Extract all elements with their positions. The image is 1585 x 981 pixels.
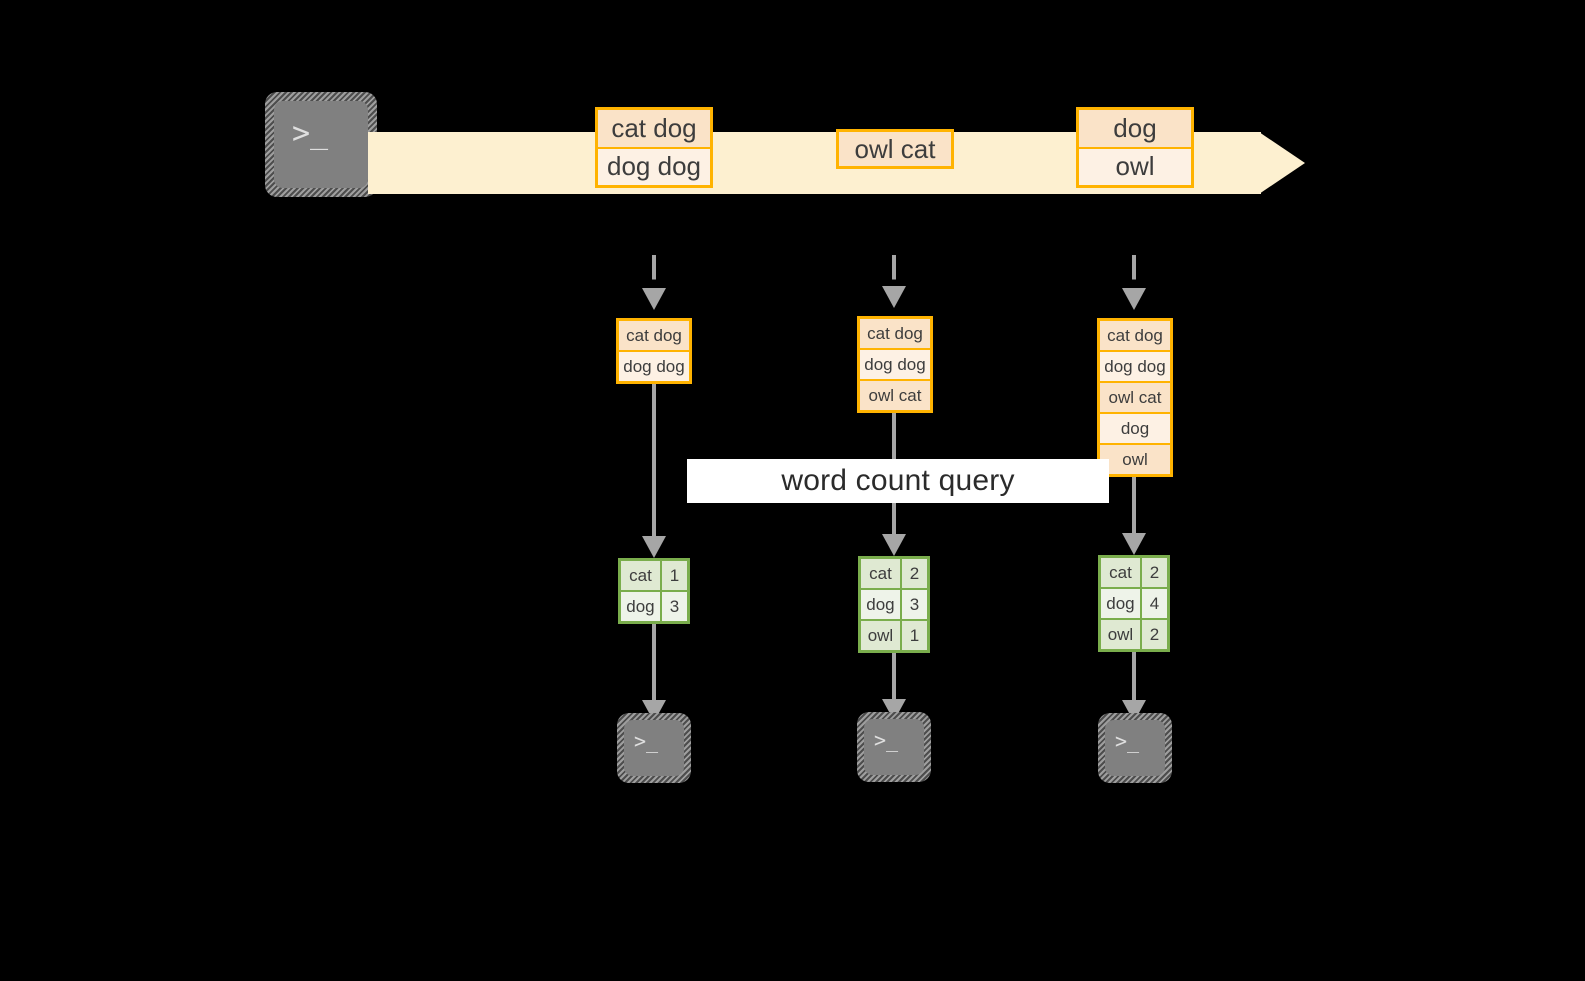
stream-message-2[interactable]: owl cat xyxy=(836,129,954,169)
result-count: 2 xyxy=(901,559,927,588)
result-word: owl xyxy=(861,621,902,650)
stream-to-state-arrowhead-3 xyxy=(1122,288,1146,310)
state-row: cat dog xyxy=(860,319,930,350)
state-row: dog dog xyxy=(1100,352,1170,383)
result-word: dog xyxy=(1101,589,1142,618)
result-count: 4 xyxy=(1141,589,1167,618)
state-row: owl cat xyxy=(1100,383,1170,414)
result-row: cat 1 xyxy=(621,561,687,592)
stream-to-state-connector-2 xyxy=(892,255,896,300)
query-label: word count query xyxy=(687,459,1109,503)
snapshot-3-state-table[interactable]: cat dog dog dog owl cat dog owl xyxy=(1097,318,1173,477)
stream-message-3[interactable]: dog owl xyxy=(1076,107,1194,188)
state-row: cat dog xyxy=(619,321,689,352)
result-word: dog xyxy=(621,592,662,621)
result-count: 2 xyxy=(1141,620,1167,649)
consumer-terminal-3[interactable]: >_ xyxy=(1105,720,1165,776)
result-count: 3 xyxy=(661,592,687,621)
snapshot-3-result-table[interactable]: cat 2 dog 4 owl 2 xyxy=(1098,555,1170,652)
result-word: cat xyxy=(861,559,902,588)
stream-to-state-connector-3 xyxy=(1132,255,1136,300)
result-count: 1 xyxy=(661,561,687,590)
state-row: cat dog xyxy=(1100,321,1170,352)
stream-to-state-arrowhead-2 xyxy=(882,286,906,308)
result-word: cat xyxy=(1101,558,1142,587)
event-stream-arrowhead xyxy=(1259,132,1305,194)
result-to-consumer-connector-3 xyxy=(1132,652,1136,714)
result-row: owl 1 xyxy=(861,621,927,650)
stream-message-cell: owl cat xyxy=(839,132,951,166)
snapshot-1-result-table[interactable]: cat 1 dog 3 xyxy=(618,558,690,624)
result-word: dog xyxy=(861,590,902,619)
state-to-result-arrowhead-1 xyxy=(642,536,666,558)
state-row: dog xyxy=(1100,414,1170,445)
consumer-terminal-1[interactable]: >_ xyxy=(624,720,684,776)
result-row: dog 3 xyxy=(621,592,687,621)
state-to-result-arrowhead-3 xyxy=(1122,533,1146,555)
state-row: owl xyxy=(1100,445,1170,474)
state-row: owl cat xyxy=(860,381,930,410)
stream-message-cell: dog xyxy=(1079,110,1191,149)
result-row: cat 2 xyxy=(1101,558,1167,589)
result-to-consumer-connector-2 xyxy=(892,653,896,714)
stream-message-cell: cat dog xyxy=(598,110,710,149)
state-row: dog dog xyxy=(619,352,689,381)
stream-to-state-connector-1 xyxy=(652,255,656,300)
state-to-result-connector-3 xyxy=(1132,477,1136,549)
result-count: 3 xyxy=(901,590,927,619)
result-count: 1 xyxy=(901,621,927,650)
consumer-terminal-2[interactable]: >_ xyxy=(864,719,924,775)
result-count: 2 xyxy=(1141,558,1167,587)
state-to-result-connector-1 xyxy=(652,384,656,549)
result-word: cat xyxy=(621,561,662,590)
result-to-consumer-connector-1 xyxy=(652,624,656,714)
result-row: dog 4 xyxy=(1101,589,1167,620)
stream-message-cell: dog dog xyxy=(598,148,710,185)
result-row: owl 2 xyxy=(1101,620,1167,649)
terminal-prompt-icon: >_ xyxy=(874,728,899,752)
state-row: dog dog xyxy=(860,350,930,381)
stream-message-1[interactable]: cat dog dog dog xyxy=(595,107,713,188)
snapshot-2-state-table[interactable]: cat dog dog dog owl cat xyxy=(857,316,933,413)
terminal-prompt-icon: >_ xyxy=(1115,729,1140,753)
result-word: owl xyxy=(1101,620,1142,649)
snapshot-2-result-table[interactable]: cat 2 dog 3 owl 1 xyxy=(858,556,930,653)
terminal-prompt-icon: >_ xyxy=(292,116,329,151)
terminal-prompt-icon: >_ xyxy=(634,729,659,753)
result-row: cat 2 xyxy=(861,559,927,590)
result-row: dog 3 xyxy=(861,590,927,621)
stream-message-cell: owl xyxy=(1079,148,1191,185)
snapshot-1-state-table[interactable]: cat dog dog dog xyxy=(616,318,692,384)
state-to-result-arrowhead-2 xyxy=(882,534,906,556)
producer-terminal[interactable]: >_ xyxy=(274,101,368,188)
stream-to-state-arrowhead-1 xyxy=(642,288,666,310)
